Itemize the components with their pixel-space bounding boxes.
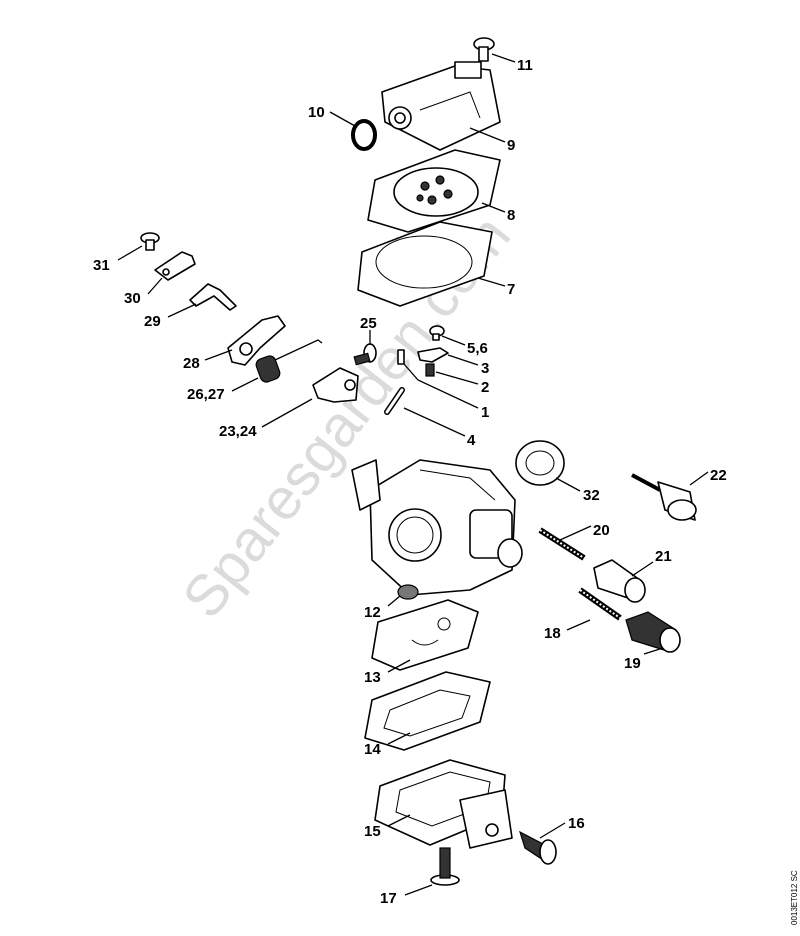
drawing-code: 0013ET012 SC <box>790 870 799 925</box>
part-9-pump-cover <box>381 61 501 151</box>
part-1-inlet-needle <box>397 349 405 365</box>
part-10-ring <box>351 119 377 151</box>
label-15: 15 <box>364 823 381 840</box>
part-17-screw <box>430 847 460 886</box>
label-1: 1 <box>481 404 489 421</box>
part-3-inlet-lever <box>417 347 449 363</box>
label-13: 13 <box>364 669 381 686</box>
part-11-screw <box>473 37 495 62</box>
part-5-6-screw <box>429 325 445 341</box>
label-21: 21 <box>655 548 672 565</box>
label-31: 31 <box>93 257 110 274</box>
part-23-24-lever <box>312 367 359 403</box>
part-15-metering-cover <box>374 759 513 849</box>
part-8-diaphragm-gasket <box>367 149 501 233</box>
label-12: 12 <box>364 604 381 621</box>
part-14-gasket <box>364 671 491 751</box>
part-12-screen <box>397 584 419 600</box>
part-29-bracket <box>189 283 237 311</box>
part-21-limiter-cap <box>593 559 646 603</box>
position-labels: 11 10 9 8 7 31 30 29 28 25 5,6 3 2 26,27… <box>93 57 727 907</box>
part-31-screw <box>140 232 160 251</box>
part-30-lever <box>154 251 196 281</box>
part-22-adjuster <box>631 473 697 521</box>
label-5-6: 5,6 <box>467 340 488 357</box>
label-19: 19 <box>624 655 641 672</box>
label-3: 3 <box>481 360 489 377</box>
part-26-27-spring <box>255 339 323 383</box>
label-2: 2 <box>481 379 489 396</box>
part-13-metering-gasket <box>371 599 479 671</box>
label-30: 30 <box>124 290 141 307</box>
part-20-needle <box>538 527 586 561</box>
part-28-throttle-lever <box>227 315 286 366</box>
leader-lines <box>117 53 709 896</box>
label-25: 25 <box>360 315 377 332</box>
label-22: 22 <box>710 467 727 484</box>
label-9: 9 <box>507 137 515 154</box>
label-17: 17 <box>380 890 397 907</box>
label-16: 16 <box>568 815 585 832</box>
label-4: 4 <box>467 432 476 449</box>
label-7: 7 <box>507 281 515 298</box>
label-11: 11 <box>517 57 533 74</box>
label-14: 14 <box>364 741 381 758</box>
label-32: 32 <box>583 487 600 504</box>
label-28: 28 <box>183 355 200 372</box>
label-20: 20 <box>593 522 610 539</box>
part-32-cap <box>515 440 565 486</box>
label-10: 10 <box>308 104 325 121</box>
part-7-gasket <box>357 221 493 307</box>
part-carburetor-body <box>351 459 523 596</box>
part-18-needle <box>578 587 622 621</box>
label-18: 18 <box>544 625 561 642</box>
label-26-27: 26,27 <box>187 386 225 403</box>
label-29: 29 <box>144 313 161 330</box>
part-25-screw <box>353 343 377 366</box>
part-16-screw <box>518 830 557 865</box>
label-8: 8 <box>507 207 515 224</box>
part-2-spring <box>425 363 435 377</box>
label-23-24: 23,24 <box>219 423 257 440</box>
part-4-pin <box>384 387 405 415</box>
part-19-limiter-cap <box>625 611 681 653</box>
